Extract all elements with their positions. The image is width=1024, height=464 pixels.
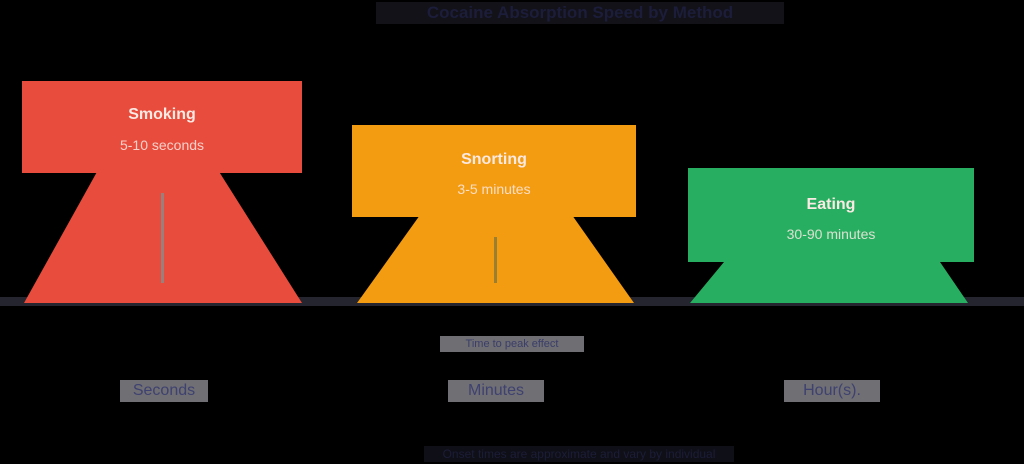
category-label-seconds: Seconds (120, 380, 208, 402)
method-duration: 5-10 seconds (119, 137, 205, 153)
eating-box: Eating 30-90 minutes (688, 168, 974, 262)
smoking-stem-line (161, 193, 164, 283)
smoking-box: Smoking 5-10 seconds (22, 81, 302, 173)
diagram-title: Cocaine Absorption Speed by Method (376, 2, 784, 24)
category-label-hours: Hour(s). (784, 380, 880, 402)
category-label-minutes: Minutes (448, 380, 544, 402)
footnote: Onset times are approximate and vary by … (424, 446, 734, 462)
axis-label: Time to peak effect (440, 336, 584, 352)
snorting-stem-line (494, 237, 497, 283)
method-duration: 30-90 minutes (786, 226, 876, 242)
method-name: Smoking (128, 106, 196, 123)
method-name: Snorting (461, 151, 527, 168)
method-name: Eating (806, 196, 856, 213)
method-duration: 3-5 minutes (457, 181, 531, 197)
eating-trapezoid-shape (690, 262, 968, 303)
snorting-box: Snorting 3-5 minutes (352, 125, 636, 217)
